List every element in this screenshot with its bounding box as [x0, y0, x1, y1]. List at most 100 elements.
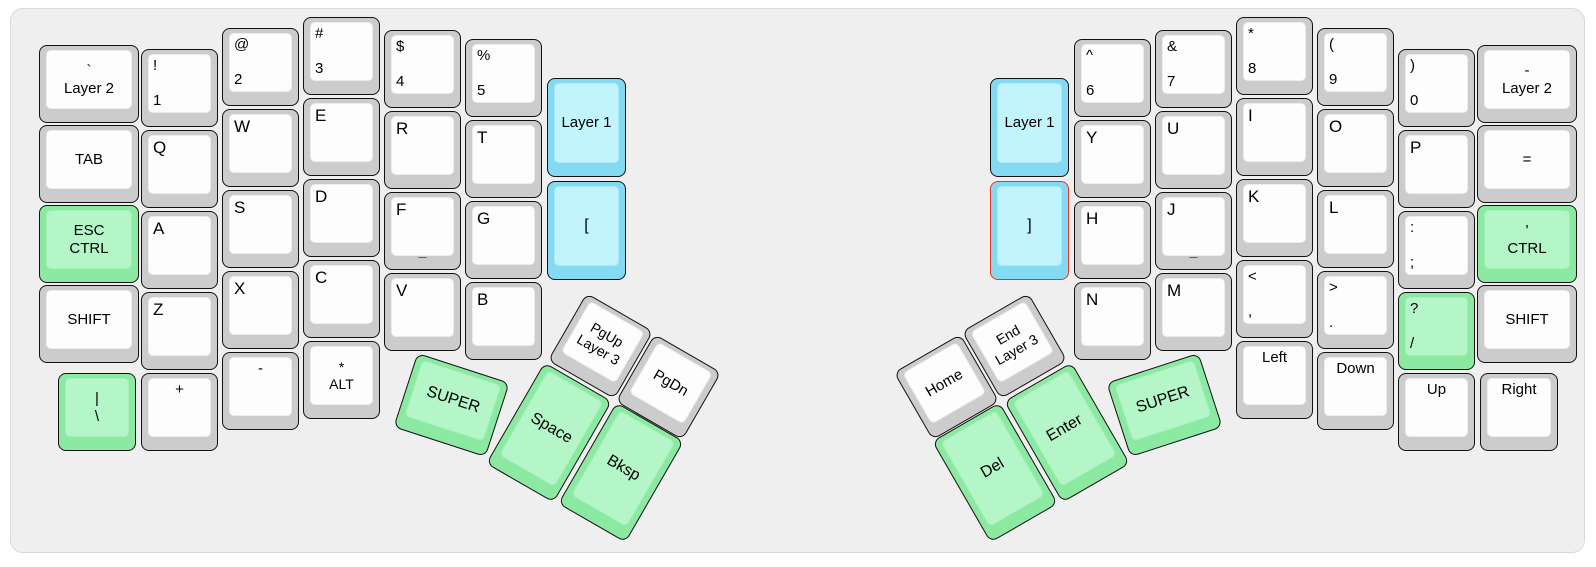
key-hash-3[interactable]: #3 [303, 17, 380, 95]
keycap-top: :; [1405, 216, 1468, 275]
keycap-top: *ALT [310, 346, 373, 405]
key-label: : [1410, 219, 1415, 236]
keycap-top: V [391, 278, 454, 337]
key-g[interactable]: G [465, 201, 542, 279]
key-label: H [1086, 209, 1099, 228]
key-label: O [1329, 117, 1343, 136]
key-left-arrow[interactable]: Left [1236, 341, 1313, 419]
key-amp-7[interactable]: &7 [1155, 30, 1232, 108]
key-shift-left[interactable]: SHIFT [39, 285, 139, 363]
key-w[interactable]: W [222, 109, 299, 187]
key-d[interactable]: D [303, 179, 380, 257]
key-label: Z [153, 300, 164, 319]
keycap-top: ] [997, 186, 1062, 266]
key-e[interactable]: E [303, 98, 380, 176]
key-label: > [1329, 279, 1338, 296]
key-t[interactable]: T [465, 120, 542, 198]
keycap-top: &7 [1162, 35, 1225, 94]
key-rparen-0[interactable]: )0 [1398, 49, 1475, 127]
key-label: + [175, 381, 184, 398]
key-label: M [1167, 281, 1182, 300]
keycap-top: Right [1487, 378, 1551, 437]
key-l[interactable]: L [1317, 190, 1394, 268]
key-label: 8 [1248, 60, 1257, 78]
keycap-top: ?/ [1405, 297, 1468, 356]
key-f[interactable]: F_ [384, 192, 461, 270]
key-label: / [1410, 335, 1415, 353]
key-down-arrow[interactable]: Down [1317, 352, 1394, 430]
key-lbracket[interactable]: [ [547, 181, 626, 280]
key-plus[interactable]: + [141, 373, 218, 451]
key-i[interactable]: I [1236, 98, 1313, 176]
key-at-2[interactable]: @2 [222, 28, 299, 106]
key-a[interactable]: A [141, 211, 218, 289]
key-colon-semicolon[interactable]: :; [1398, 211, 1475, 289]
key-dollar-4[interactable]: $4 [384, 30, 461, 108]
key-caret-6[interactable]: ^6 [1074, 39, 1151, 117]
key-x[interactable]: X [222, 271, 299, 349]
key-m[interactable]: M [1155, 273, 1232, 351]
key-up-arrow[interactable]: Up [1398, 373, 1475, 451]
keycap-top: U [1162, 116, 1225, 175]
key-p[interactable]: P [1398, 130, 1475, 208]
key-label: Left [1261, 349, 1288, 366]
key-label: I [1248, 106, 1253, 125]
key-shift-right[interactable]: SHIFT [1477, 285, 1577, 363]
key-lparen-9[interactable]: (9 [1317, 28, 1394, 106]
key-label: * [338, 358, 345, 375]
keycap-top: J_ [1162, 197, 1225, 257]
key-quote-ctrl[interactable]: 'CTRL [1477, 205, 1577, 283]
key-minus[interactable]: - [222, 352, 299, 430]
key-label: W [234, 117, 251, 136]
key-y[interactable]: Y [1074, 120, 1151, 198]
keycap-top: >. [1324, 276, 1387, 335]
key-layer1-left[interactable]: Layer 1 [547, 78, 626, 177]
key-label: V [396, 281, 408, 300]
keycap-top: C [310, 265, 373, 324]
keycap-top: K [1243, 184, 1306, 243]
key-minus-layer2[interactable]: -Layer 2 [1477, 45, 1577, 123]
key-label: N [1086, 290, 1099, 309]
key-v[interactable]: V [384, 273, 461, 351]
key-pipe-backslash[interactable]: |\ [58, 373, 136, 451]
key-h[interactable]: H [1074, 201, 1151, 279]
key-tab[interactable]: TAB [39, 125, 139, 203]
key-greater-period[interactable]: >. [1317, 271, 1394, 349]
keycap-top: W [229, 114, 292, 173]
key-question-slash[interactable]: ?/ [1398, 292, 1475, 370]
key-excl-1[interactable]: !1 [141, 49, 218, 127]
key-label: , [1248, 303, 1253, 321]
key-equals[interactable]: = [1477, 125, 1577, 203]
key-rbracket[interactable]: ] [990, 181, 1069, 280]
key-layer1-right[interactable]: Layer 1 [990, 78, 1069, 177]
key-label: ? [1410, 300, 1419, 317]
key-r[interactable]: R [384, 111, 461, 189]
keycap-top: H [1081, 206, 1144, 265]
key-percent-5[interactable]: %5 [465, 39, 542, 117]
key-n[interactable]: N [1074, 282, 1151, 360]
key-c[interactable]: C [303, 260, 380, 338]
key-less-comma[interactable]: <, [1236, 260, 1313, 338]
key-k[interactable]: K [1236, 179, 1313, 257]
key-q[interactable]: Q [141, 130, 218, 208]
keycap-top: |\ [65, 378, 129, 437]
key-star-alt[interactable]: *ALT [303, 341, 380, 419]
keycap-top: P [1405, 135, 1468, 194]
key-label: D [315, 187, 328, 206]
key-z[interactable]: Z [141, 292, 218, 370]
key-label: [ [584, 216, 589, 234]
key-b[interactable]: B [465, 282, 542, 360]
keycap-top: $4 [391, 35, 454, 94]
keycap-top: Layer 1 [997, 83, 1062, 163]
key-j[interactable]: J_ [1155, 192, 1232, 270]
key-right-arrow[interactable]: Right [1480, 373, 1558, 451]
key-u[interactable]: U [1155, 111, 1232, 189]
keycap-top: SHIFT [46, 290, 132, 349]
key-grave-layer2[interactable]: `Layer 2 [39, 45, 139, 123]
key-s[interactable]: S [222, 190, 299, 268]
key-o[interactable]: O [1317, 109, 1394, 187]
keycap-top: F_ [391, 197, 454, 257]
key-star-8[interactable]: *8 [1236, 17, 1313, 95]
